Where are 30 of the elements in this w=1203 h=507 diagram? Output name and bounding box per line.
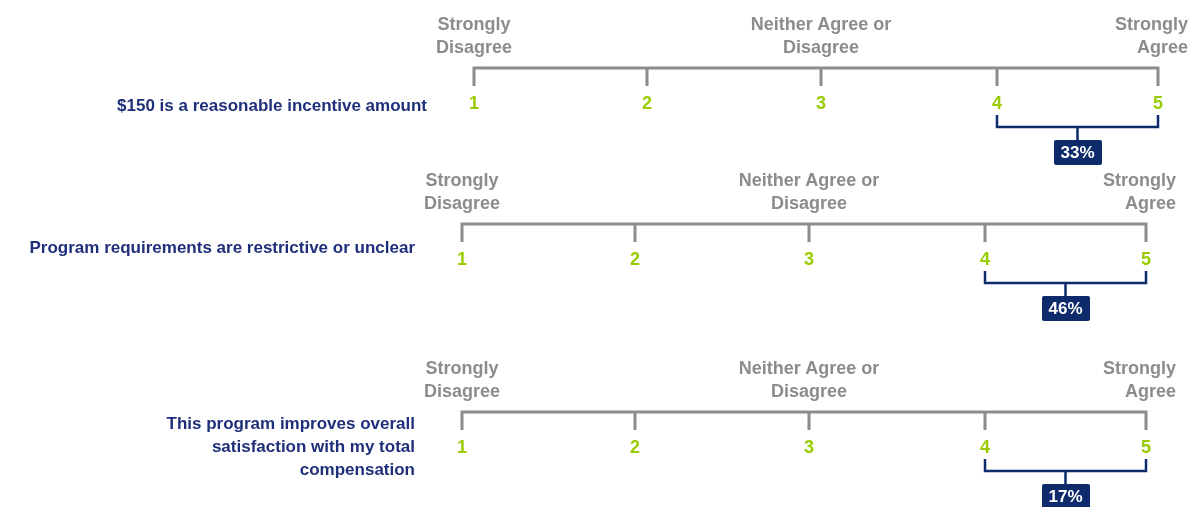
scale-anchor-label: Strongly Disagree <box>422 169 501 215</box>
percentage-badge: 17% <box>1041 484 1090 507</box>
scale-number: 5 <box>1152 93 1164 113</box>
scale-anchor-label: Strongly Disagree <box>434 13 513 59</box>
statement-text: This program improves overall satisfaction with my total compensation <box>165 413 415 481</box>
scale-number: 1 <box>456 437 468 457</box>
scale-number: 4 <box>979 249 991 269</box>
scale-anchor-label: Strongly Agree <box>1114 13 1188 59</box>
scale-number: 4 <box>979 437 991 457</box>
scale-number: 2 <box>629 437 641 457</box>
scale-anchor-label: Neither Agree or Disagree <box>749 13 893 59</box>
scale-anchor-label: Strongly Agree <box>1102 357 1176 403</box>
percentage-badge: 33% <box>1053 140 1102 165</box>
scale-number: 4 <box>991 93 1003 113</box>
scale-number: 2 <box>629 249 641 269</box>
statement-text: Program requirements are restrictive or unclear <box>28 237 415 259</box>
scale-anchor-label: Neither Agree or Disagree <box>737 357 881 403</box>
scale-number: 5 <box>1140 249 1152 269</box>
scale-anchor-label: Strongly Agree <box>1102 169 1176 215</box>
statement-text: $150 is a reasonable incentive amount <box>116 95 427 117</box>
scale-anchor-label: Neither Agree or Disagree <box>737 169 881 215</box>
scale-number: 3 <box>803 249 815 269</box>
scale-number: 1 <box>456 249 468 269</box>
scale-number: 3 <box>803 437 815 457</box>
percentage-badge: 46% <box>1041 296 1090 321</box>
scale-anchor-label: Strongly Disagree <box>422 357 501 403</box>
scale-number: 3 <box>815 93 827 113</box>
scale-number: 5 <box>1140 437 1152 457</box>
scale-number: 2 <box>641 93 653 113</box>
scale-number: 1 <box>468 93 480 113</box>
